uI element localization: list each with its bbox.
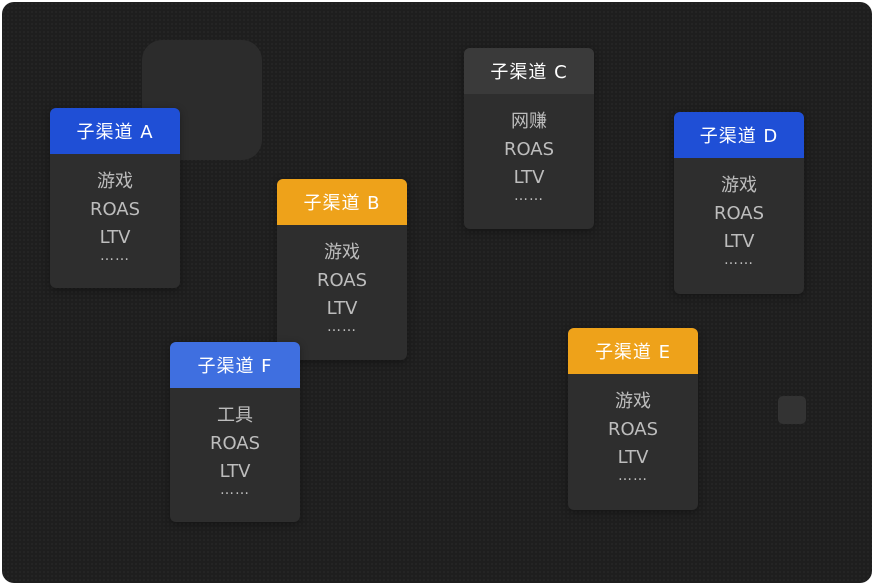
channel-card-c: 子渠道 C 网赚 ROAS LTV …… xyxy=(464,48,594,229)
channel-ellipsis: …… xyxy=(618,468,648,484)
channel-category: 游戏 xyxy=(615,391,651,412)
channel-ellipsis: …… xyxy=(100,248,130,264)
channel-card-header: 子渠道 F xyxy=(170,342,300,388)
channel-metric-ltv: LTV xyxy=(99,227,131,248)
channel-card-body: 工具 ROAS LTV …… xyxy=(170,388,300,498)
channel-card-header: 子渠道 E xyxy=(568,328,698,374)
channel-category: 游戏 xyxy=(97,171,133,192)
channel-card-header: 子渠道 D xyxy=(674,112,804,158)
channel-metric-roas: ROAS xyxy=(503,139,555,160)
decorative-square-small xyxy=(778,396,806,424)
channel-card-title: 子渠道 E xyxy=(594,342,672,363)
channel-card-body: 游戏 ROAS LTV …… xyxy=(674,158,804,268)
channel-ellipsis: …… xyxy=(724,252,754,268)
channel-card-b: 子渠道 B 游戏 ROAS LTV …… xyxy=(277,179,407,360)
channel-card-title: 子渠道 A xyxy=(76,122,154,143)
channel-card-body: 游戏 ROAS LTV …… xyxy=(50,154,180,264)
channel-metric-roas: ROAS xyxy=(713,203,765,224)
channel-metric-ltv: LTV xyxy=(723,231,755,252)
channel-metric-roas: ROAS xyxy=(209,433,261,454)
channel-card-header: 子渠道 A xyxy=(50,108,180,154)
channel-card-title: 子渠道 C xyxy=(490,62,568,83)
channel-metric-roas: ROAS xyxy=(89,199,141,220)
channel-card-header: 子渠道 C xyxy=(464,48,594,94)
channel-ellipsis: …… xyxy=(220,482,250,498)
channel-metric-ltv: LTV xyxy=(219,461,251,482)
channel-ellipsis: …… xyxy=(514,188,544,204)
channel-card-e: 子渠道 E 游戏 ROAS LTV …… xyxy=(568,328,698,510)
channel-category: 游戏 xyxy=(721,175,757,196)
channel-category: 工具 xyxy=(217,405,253,426)
channel-metric-ltv: LTV xyxy=(326,298,358,319)
channel-category: 网赚 xyxy=(511,111,547,132)
channel-metric-ltv: LTV xyxy=(617,447,649,468)
channel-card-title: 子渠道 F xyxy=(197,356,273,377)
channel-metric-roas: ROAS xyxy=(316,270,368,291)
channel-category: 游戏 xyxy=(324,242,360,263)
channel-card-f: 子渠道 F 工具 ROAS LTV …… xyxy=(170,342,300,522)
channel-card-body: 游戏 ROAS LTV …… xyxy=(568,374,698,484)
channel-card-d: 子渠道 D 游戏 ROAS LTV …… xyxy=(674,112,804,294)
channel-metric-roas: ROAS xyxy=(607,419,659,440)
channel-ellipsis: …… xyxy=(327,319,357,335)
channel-metric-ltv: LTV xyxy=(513,167,545,188)
channel-card-header: 子渠道 B xyxy=(277,179,407,225)
channel-card-body: 网赚 ROAS LTV …… xyxy=(464,94,594,204)
channel-card-title: 子渠道 B xyxy=(303,193,381,214)
channel-card-a: 子渠道 A 游戏 ROAS LTV …… xyxy=(50,108,180,288)
channel-card-body: 游戏 ROAS LTV …… xyxy=(277,225,407,335)
channel-card-title: 子渠道 D xyxy=(699,126,779,147)
